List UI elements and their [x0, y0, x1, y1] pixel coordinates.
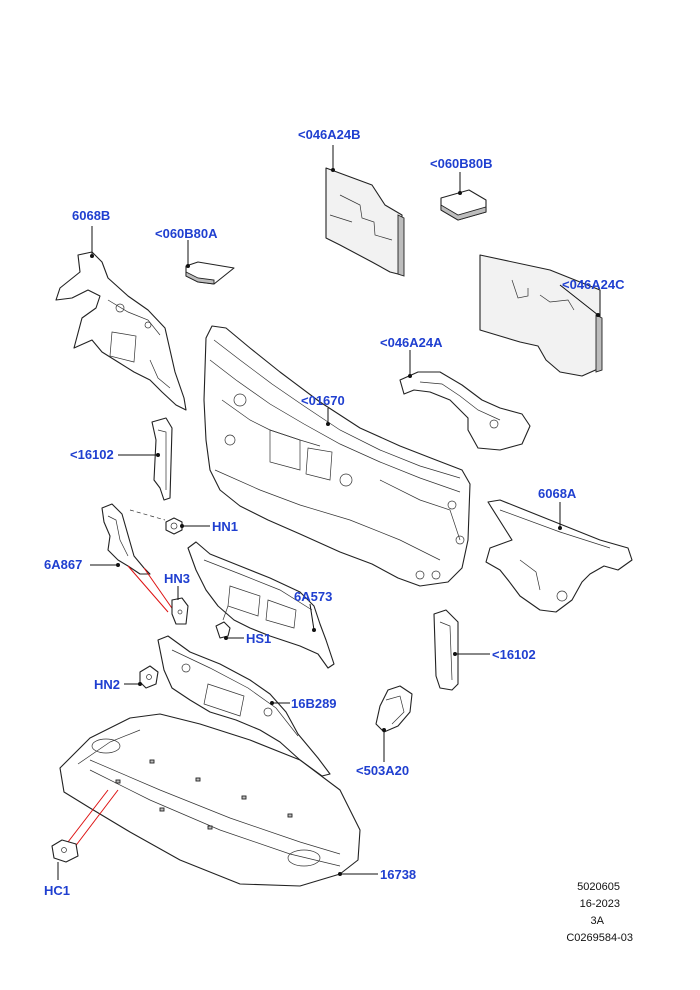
document-info: 5020605 16-2023 3A C0269584-03: [566, 881, 633, 944]
part-6A867: [90, 503, 177, 615]
part-6068B: [55, 226, 187, 411]
label-HN1: HN1: [212, 519, 238, 534]
label-16102-right: <16102: [492, 647, 536, 662]
part-HN3: [171, 586, 189, 625]
doc-code: C0269584-03: [566, 932, 633, 944]
part-HC1: [51, 839, 79, 880]
part-060B80B: [440, 172, 487, 221]
label-6068B: 6068B: [72, 208, 110, 223]
label-16738: 16738: [380, 867, 416, 882]
part-16102-right: [433, 609, 490, 691]
label-6068A: 6068A: [538, 486, 577, 501]
part-HN2: [124, 665, 159, 689]
part-6A573: [187, 541, 335, 669]
doc-year: 16-2023: [580, 898, 620, 910]
doc-number: 5020605: [577, 881, 620, 893]
part-16102-left: [118, 417, 173, 501]
part-6068A: [485, 499, 633, 613]
label-HN3: HN3: [164, 571, 190, 586]
label-046A24A: <046A24A: [380, 335, 443, 350]
label-6A867: 6A867: [44, 557, 82, 572]
label-503A20: <503A20: [356, 763, 409, 778]
doc-revision: 3A: [591, 915, 605, 927]
part-060B80A: [185, 240, 235, 285]
part-046A24B: [325, 145, 405, 277]
part-01670: [203, 325, 471, 587]
part-HN1: [129, 509, 210, 535]
part-16B289: [157, 635, 331, 777]
label-HS1: HS1: [246, 631, 271, 646]
label-HN2: HN2: [94, 677, 120, 692]
label-060B80B: <060B80B: [430, 156, 493, 171]
label-6A573: 6A573: [294, 589, 332, 604]
label-01670: <01670: [301, 393, 345, 408]
part-046A24A: [399, 350, 531, 451]
part-HS1: [215, 605, 244, 640]
part-046A24C: [479, 254, 603, 377]
label-16102-left: <16102: [70, 447, 114, 462]
label-046A24B: <046A24B: [298, 127, 361, 142]
label-060B80A: <060B80A: [155, 226, 218, 241]
label-046A24C: <046A24C: [562, 277, 625, 292]
part-16738: [59, 713, 378, 887]
part-503A20: [375, 685, 413, 762]
label-16B289: 16B289: [291, 696, 337, 711]
label-HC1: HC1: [44, 883, 70, 898]
